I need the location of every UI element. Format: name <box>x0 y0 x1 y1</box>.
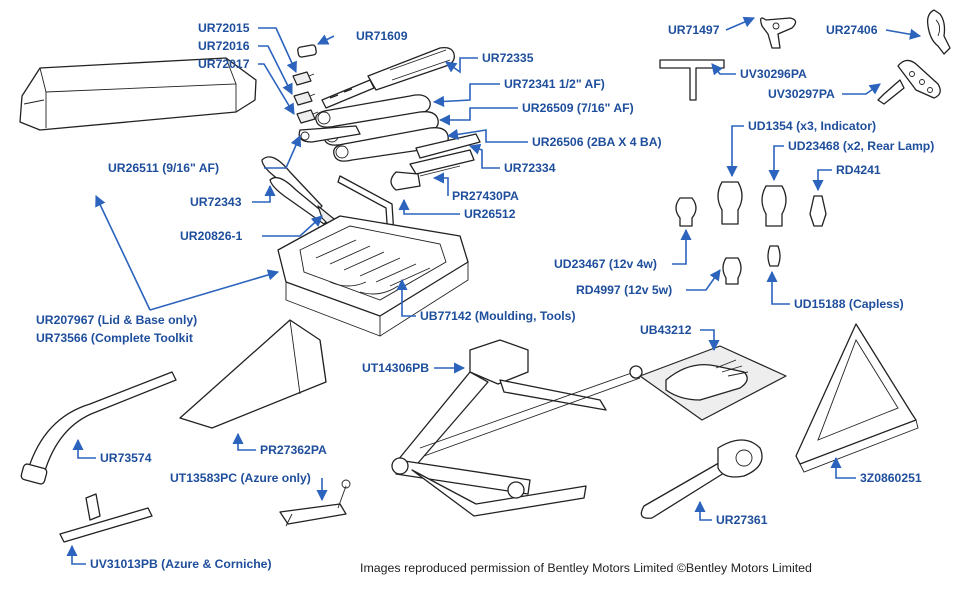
label-ur72335: UR72335 <box>482 51 534 65</box>
label-ur72016: UR72016 <box>198 39 250 53</box>
tool-tray-drawing <box>277 215 469 337</box>
label-ut14306pb: UT14306PB <box>362 361 429 375</box>
label-ur72017: UR72017 <box>198 57 250 71</box>
label-uv30297pa: UV30297PA <box>768 87 835 101</box>
label-pr27430pa: PR27430PA <box>452 189 519 203</box>
crank-handle-drawing <box>59 493 153 543</box>
label-ud15188: UD15188 (Capless) <box>794 297 904 311</box>
label-uv30296pa: UV30296PA <box>740 67 807 81</box>
label-ur71497: UR71497 <box>668 23 720 37</box>
key-ring-drawing <box>926 9 951 55</box>
label-ud23468: UD23468 (x2, Rear Lamp) <box>788 139 934 153</box>
label-ub77142: UB77142 (Moulding, Tools) <box>420 309 576 323</box>
label-ud1354: UD1354 (x3, Indicator) <box>748 119 876 133</box>
label-ur26512: UR26512 <box>464 207 516 221</box>
label-ur72015: UR72015 <box>198 21 250 35</box>
label-3z0860251: 3Z0860251 <box>860 471 922 485</box>
label-ur72334: UR72334 <box>504 161 556 175</box>
screwdriver-drawing <box>321 46 455 109</box>
label-ur72343: UR72343 <box>190 195 242 209</box>
hook-tool-drawing <box>279 479 351 527</box>
spark-plug-spanner-drawing <box>877 59 941 105</box>
label-ur26506: UR26506 (2BA X 4 BA) <box>532 135 662 149</box>
ratchet-drawing <box>640 439 763 519</box>
label-ur27406: UR27406 <box>826 23 878 37</box>
socket-bits-drawing <box>292 44 319 124</box>
label-ut13583pc: UT13583PC (Azure only) <box>170 471 311 485</box>
label-ur207967: UR207967 (Lid & Base only) <box>36 313 197 327</box>
gloves-pack-drawing <box>639 345 787 421</box>
label-ud23467: UD23467 (12v 4w) <box>554 257 657 271</box>
label-ur73574: UR73574 <box>100 451 152 465</box>
t-bar-tool-drawing <box>659 59 725 101</box>
label-ur27361: UR27361 <box>716 513 768 527</box>
label-ur20826: UR20826-1 <box>180 229 243 243</box>
label-ur72341: UR72341 1/2" AF) <box>504 77 605 91</box>
warning-triangle-drawing <box>795 323 919 473</box>
bulbs-drawing <box>675 181 827 285</box>
label-ur73566: UR73566 (Complete Toolkit <box>36 331 193 345</box>
label-ub43212: UB43212 <box>640 323 692 337</box>
wheel-brace-drawing <box>20 371 177 485</box>
label-rd4997: RD4997 (12v 5w) <box>576 283 672 297</box>
copyright-credit: Images reproduced permission of Bentley … <box>360 561 812 575</box>
leader-lines <box>66 16 922 565</box>
label-uv31013pb: UV31013PB (Azure & Corniche) <box>90 557 272 571</box>
label-rd4241: RD4241 <box>836 163 881 177</box>
callout-labels: UR72015 UR72016 UR72017 UR71609 UR72335 … <box>36 21 934 571</box>
wheel-chock-drawing <box>179 319 327 429</box>
label-ur71609: UR71609 <box>356 29 408 43</box>
label-pr27362pa: PR27362PA <box>260 443 327 457</box>
label-ur26509: UR26509 (7/16" AF) <box>522 101 634 115</box>
toolkit-lid-drawing <box>19 57 257 131</box>
scissor-jack-drawing <box>391 339 643 517</box>
wheel-key-drawing <box>760 17 797 49</box>
spanners-drawing <box>298 94 449 162</box>
label-ur26511: UR26511 (9/16" AF) <box>108 161 219 175</box>
